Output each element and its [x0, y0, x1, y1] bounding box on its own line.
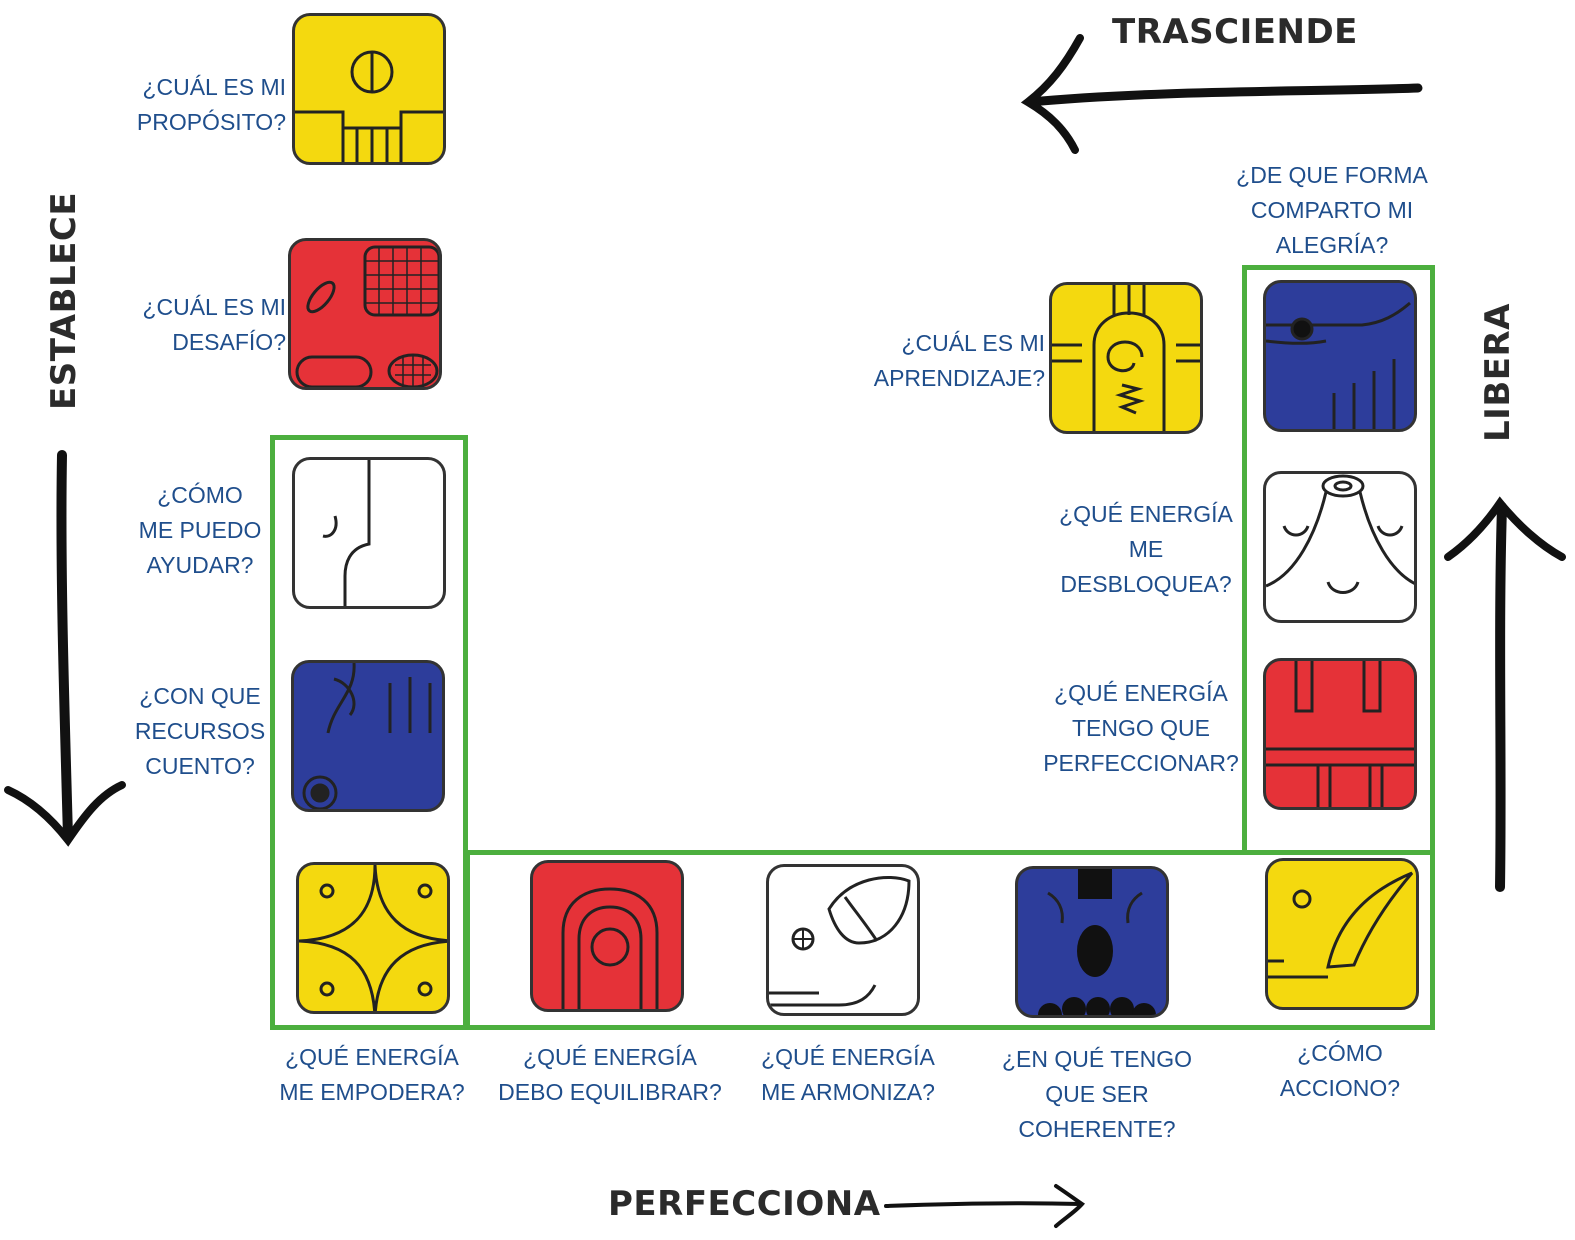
question-line: ME [1128, 536, 1164, 562]
question-line: COHERENTE? [1018, 1116, 1176, 1142]
arrow-up-icon [1444, 496, 1566, 892]
question-armoniza: ¿QUÉ ENERGÍA ME ARMONIZA? [742, 1040, 954, 1110]
question-alegria: ¿DE QUE FORMA COMPARTO MI ALEGRÍA? [1222, 158, 1442, 263]
spiral-face-glyph-icon [1052, 285, 1200, 431]
glyph-tile-recursos [291, 660, 445, 812]
four-arcs-star-glyph-icon [299, 865, 447, 1011]
question-line: ¿QUÉ ENERGÍA [285, 1044, 459, 1070]
frame-bottom-row [465, 850, 1435, 1030]
seed-dots-glyph-icon [1038, 869, 1156, 1015]
question-aprendizaje: ¿CUÁL ES MI APRENDIZAJE? [860, 326, 1045, 396]
question-acciono: ¿CÓMO ACCIONO? [1260, 1036, 1420, 1106]
question-line: ¿CÓMO [1297, 1040, 1383, 1066]
question-line: ALEGRÍA? [1275, 232, 1389, 258]
question-line: ¿CUÁL ES MI [901, 330, 1045, 356]
bird-head-glyph-icon [769, 875, 911, 1007]
arch-circle-glyph-icon [561, 887, 659, 1009]
question-desbloquea: ¿QUÉ ENERGÍA ME DESBLOQUEA? [1046, 497, 1246, 602]
direction-label-perfecciona: PERFECCIONA [608, 1184, 881, 1224]
question-line: COMPARTO MI [1250, 197, 1414, 223]
direction-label-libera: LIBERA [1478, 303, 1518, 442]
glyph-tile-empodera [296, 862, 450, 1014]
arrow-left-icon [1020, 34, 1423, 154]
direction-label-trasciende: TRASCIENDE [1112, 12, 1358, 52]
question-line: DEBO EQUILIBRAR? [498, 1079, 722, 1105]
question-line: ¿CUÁL ES MI [142, 294, 286, 320]
question-recursos: ¿CON QUE RECURSOS CUENTO? [125, 679, 275, 784]
glyph-tile-desafio [288, 238, 442, 390]
question-line: RECURSOS [134, 718, 266, 744]
glyph-tile-desbloquea [1263, 471, 1417, 623]
question-line: QUE SER [1045, 1081, 1149, 1107]
question-ayudar: ¿CÓMO ME PUEDO AYUDAR? [125, 478, 275, 583]
question-line: ¿EN QUÉ TENGO [1002, 1046, 1192, 1072]
arrow-right-icon [884, 1184, 1086, 1228]
question-line: ¿QUÉ ENERGÍA [1059, 501, 1233, 527]
question-line: PERFECCIONAR? [1043, 750, 1239, 776]
glyph-tile-ayudar [292, 457, 446, 609]
eye-lines-glyph-icon [1266, 301, 1411, 429]
direction-label-establece: ESTABLECE [44, 191, 84, 410]
question-line: ¿CÓMO [157, 482, 243, 508]
glyph-tile-proposito [292, 13, 446, 165]
vertical-bars-circle-glyph-icon [295, 50, 443, 162]
question-line: ¿DE QUE FORMA [1236, 162, 1428, 188]
glyph-tile-coherente [1015, 866, 1169, 1018]
grid-oval-glyph-icon [295, 245, 439, 387]
question-perfeccionar: ¿QUÉ ENERGÍA TENGO QUE PERFECCIONAR? [1036, 676, 1246, 781]
question-line: ME PUEDO [138, 517, 262, 543]
glyph-tile-perfeccionar [1263, 658, 1417, 810]
glyph-tile-alegria [1263, 280, 1417, 432]
split-face-glyph-icon [322, 460, 371, 606]
question-line: ME ARMONIZA? [761, 1079, 935, 1105]
question-proposito: ¿CUÁL ES MI PROPÓSITO? [120, 70, 286, 140]
pillars-glyph-icon [1266, 661, 1414, 807]
question-line: ME EMPODERA? [279, 1079, 465, 1105]
glyph-tile-aprendizaje [1049, 282, 1203, 434]
question-empodera: ¿QUÉ ENERGÍA ME EMPODERA? [266, 1040, 478, 1110]
question-line: PROPÓSITO? [136, 109, 286, 135]
question-line: DESBLOQUEA? [1060, 571, 1232, 597]
question-line: APRENDIZAJE? [873, 365, 1045, 391]
question-line: ¿QUÉ ENERGÍA [1054, 680, 1228, 706]
question-line: ¿QUÉ ENERGÍA [761, 1044, 935, 1070]
question-line: CUENTO? [145, 753, 255, 779]
question-coherente: ¿EN QUÉ TENGO QUE SER COHERENTE? [988, 1042, 1206, 1147]
question-line: ¿QUÉ ENERGÍA [523, 1044, 697, 1070]
frame-right-column [1242, 265, 1435, 855]
hand-dot-glyph-icon [302, 663, 432, 809]
question-line: ¿CON QUE [139, 683, 261, 709]
glyph-tile-armoniza [766, 864, 920, 1016]
question-equilibrar: ¿QUÉ ENERGÍA DEBO EQUILIBRAR? [492, 1040, 728, 1110]
question-line: ACCIONO? [1279, 1075, 1401, 1101]
profile-face-glyph-icon [1268, 871, 1414, 979]
question-desafio: ¿CUÁL ES MI DESAFÍO? [120, 290, 286, 360]
question-line: TENGO QUE [1071, 715, 1210, 741]
closed-eyes-face-glyph-icon [1266, 474, 1414, 594]
question-line: DESAFÍO? [172, 329, 286, 355]
question-line: AYUDAR? [146, 552, 254, 578]
question-line: ¿CUÁL ES MI [142, 74, 286, 100]
frame-left-column [270, 435, 468, 1030]
glyph-tile-acciono [1265, 858, 1419, 1010]
glyph-tile-equilibrar [530, 860, 684, 1012]
arrow-down-icon [4, 450, 126, 847]
